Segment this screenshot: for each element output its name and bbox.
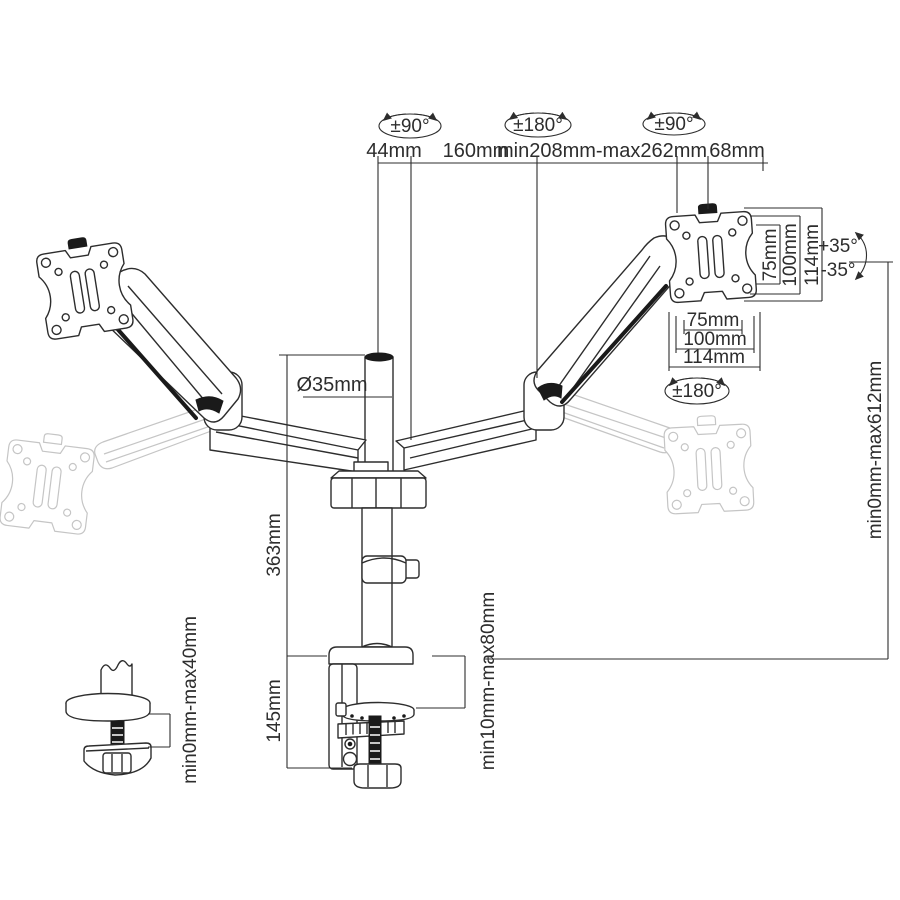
vesa-plate-left: [34, 237, 135, 341]
vesa-horizontal-dimensions: 75mm 100mm 114mm: [668, 310, 761, 371]
top-dimensions: 44mm 160mm min208mm-max262mm 68mm: [366, 140, 768, 440]
pole-diameter-callout: Ø35mm: [296, 374, 392, 398]
vesa-dim-h-75: 75mm: [687, 310, 740, 331]
gas-arm-right: [533, 235, 686, 407]
rotation-indicator-vesa: ±180°: [664, 377, 730, 405]
grommet-mount: [65, 660, 152, 776]
clamp-range-dimension: min10mm-max80mm: [416, 592, 499, 770]
height-range-label: min0mm-max612mm: [865, 361, 886, 539]
rotation-arrow-icon: [646, 111, 671, 121]
dim-label-68mm: 68mm: [709, 140, 765, 162]
ghost-arm-right: [554, 391, 677, 454]
tilt-down-label: -35°: [820, 260, 855, 281]
vesa-vertical-dimensions: 75mm 100mm 114mm: [744, 207, 823, 302]
ghost-vesa-plate-left: [0, 433, 96, 536]
rotation-arrow-icon: [382, 112, 407, 122]
rotation-arrow-icon: [677, 111, 702, 121]
vesa-dim-h-100: 100mm: [683, 329, 746, 350]
tilt-indicator: +35° -35°: [818, 231, 868, 281]
pole-upper: [364, 352, 394, 479]
vesa-plate-right: [664, 203, 758, 304]
dim-label-44mm: 44mm: [366, 140, 422, 162]
swivel-indicator-arm: ±180°: [504, 111, 572, 138]
rotation-arrow-icon: [541, 111, 568, 120]
grommet-range-dimension: min0mm-max40mm: [148, 616, 201, 784]
rotation-label-vesa: ±180°: [672, 381, 722, 402]
dim-label-160mm: 160mm: [443, 140, 510, 162]
rotation-arrow-icon: [413, 112, 438, 122]
desk-clamp: [328, 642, 415, 789]
swivel-indicator-pole: ±90°: [378, 112, 442, 139]
dim-label-arm-range: min208mm-max262mm: [497, 140, 707, 162]
arm-horizontal-right: [395, 409, 537, 471]
height-adjustment-dimension: min0mm-max612mm: [849, 261, 893, 659]
swivel-label-arm: ±180°: [513, 115, 563, 136]
vesa-dim-h-114: 114mm: [683, 347, 745, 368]
pole-collar: [361, 555, 420, 584]
desk-surface-lines: [287, 655, 888, 660]
rotation-arrow-icon: [668, 377, 694, 387]
rotation-arrow-icon: [508, 111, 535, 120]
tilt-up-label: +35°: [818, 236, 858, 257]
quick-release-knob-left: [67, 237, 88, 250]
clamp-height-label: 145mm: [264, 679, 285, 742]
pole-hub: [330, 461, 427, 509]
vesa-dim-v-75: 75mm: [760, 229, 781, 282]
pole-height-label: 363mm: [264, 513, 285, 576]
ghost-vesa-plate-right: [663, 415, 755, 515]
vesa-dim-v-100: 100mm: [780, 223, 801, 286]
tilt-arrow-icon: [854, 231, 868, 281]
pole-height-dimension: 363mm 145mm: [264, 354, 365, 769]
swivel-label-pole: ±90°: [390, 116, 429, 137]
pole-diameter-label: Ø35mm: [296, 374, 367, 396]
rotation-arrow-icon: [700, 377, 726, 387]
clamp-range-label: min10mm-max80mm: [478, 592, 499, 770]
vesa-dim-v-114: 114mm: [802, 224, 823, 286]
grommet-range-label: min0mm-max40mm: [180, 616, 201, 784]
swivel-indicator-head: ±90°: [642, 111, 706, 136]
swivel-label-head: ±90°: [654, 114, 693, 135]
